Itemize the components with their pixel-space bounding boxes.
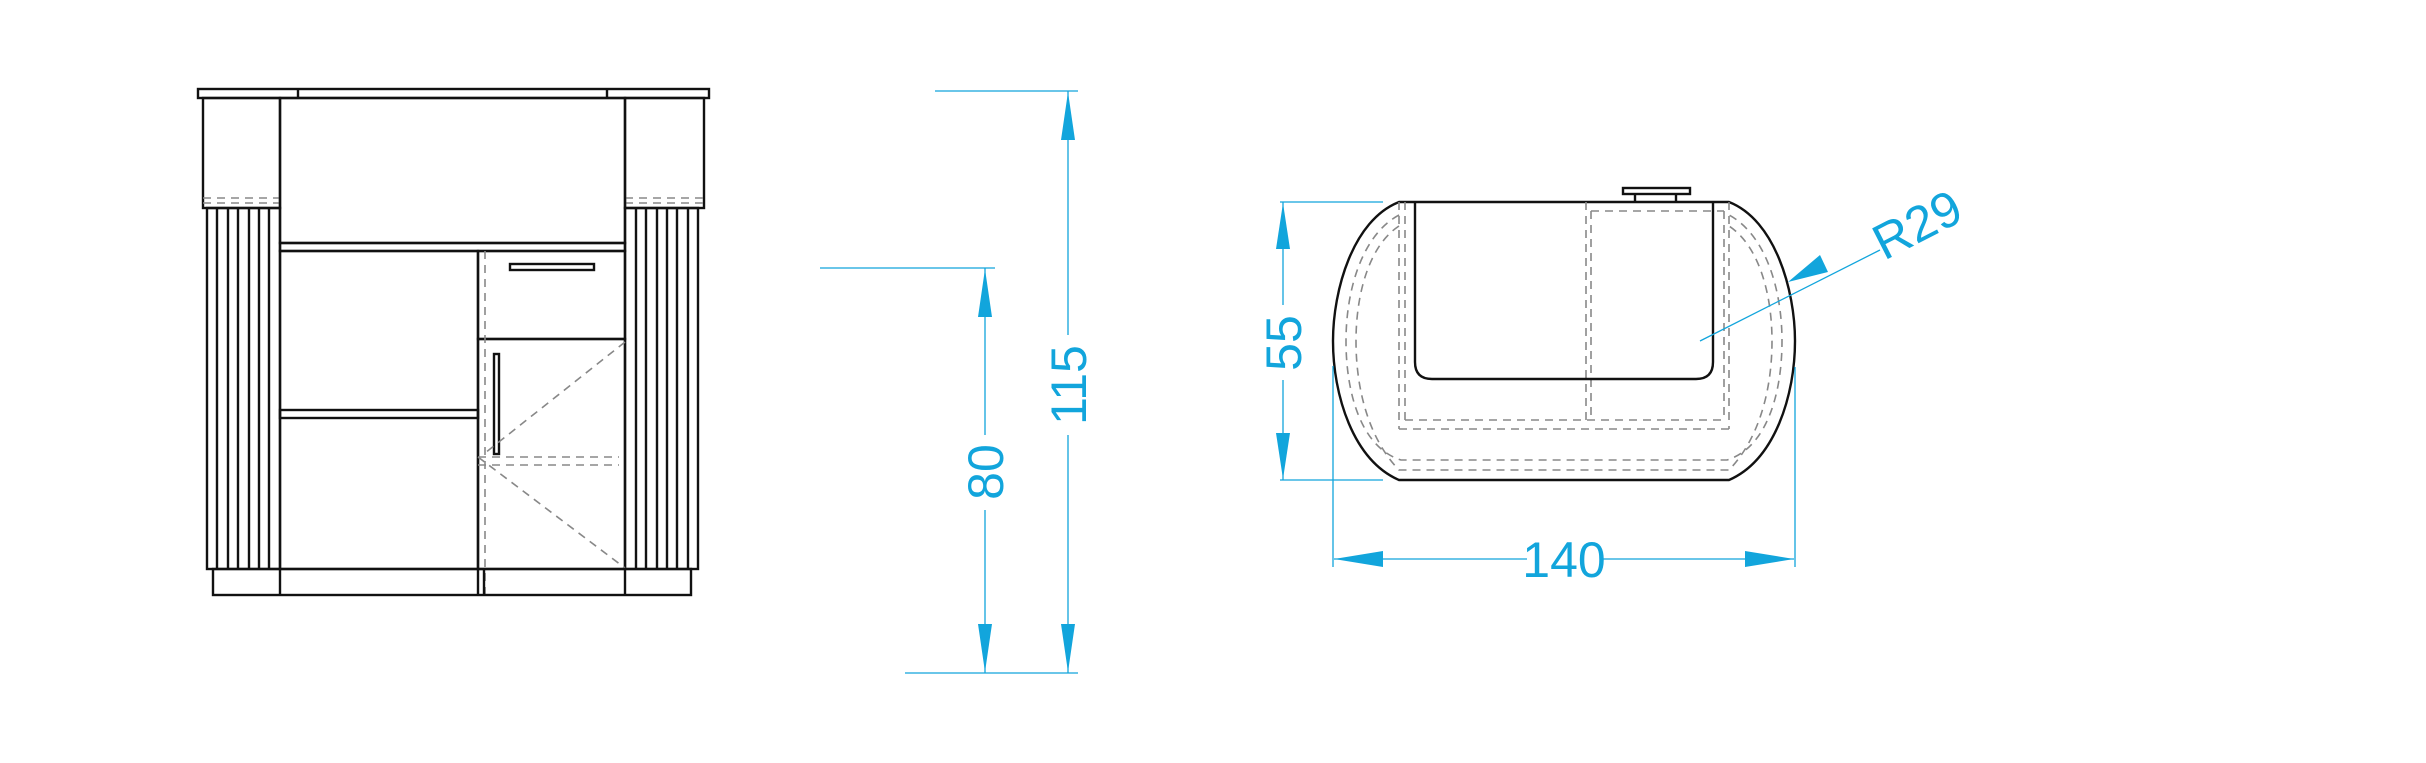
countertop-slab xyxy=(196,87,711,100)
left-fluted-column xyxy=(205,206,282,571)
right-column-cap xyxy=(623,96,706,210)
drawer-handle xyxy=(508,262,596,272)
top-view xyxy=(1331,186,1797,482)
dimension-depth: 55 xyxy=(1256,201,1383,481)
plinth xyxy=(211,567,693,597)
right-fluted-column xyxy=(623,206,700,571)
work-surface-recess xyxy=(1413,202,1715,381)
upper-front-panel xyxy=(278,96,627,245)
left-column-cap xyxy=(201,96,282,210)
dimension-label-80: 80 xyxy=(958,444,1014,500)
front-view xyxy=(196,87,711,597)
middle-shelf xyxy=(278,408,480,420)
dimension-width: 140 xyxy=(1332,366,1796,588)
dimension-height-total: 115 xyxy=(905,90,1097,674)
door-handle xyxy=(492,352,501,456)
top-handle xyxy=(1621,186,1692,196)
dimension-label-140: 140 xyxy=(1522,532,1605,588)
dimension-label-115: 115 xyxy=(1041,345,1097,425)
counter-outline xyxy=(1331,200,1797,482)
dimension-radius: R29 xyxy=(1699,179,1971,342)
dimension-height-counter: 80 xyxy=(820,267,1014,673)
dimension-label-r29: R29 xyxy=(1864,179,1971,271)
dimension-label-55: 55 xyxy=(1256,315,1312,371)
